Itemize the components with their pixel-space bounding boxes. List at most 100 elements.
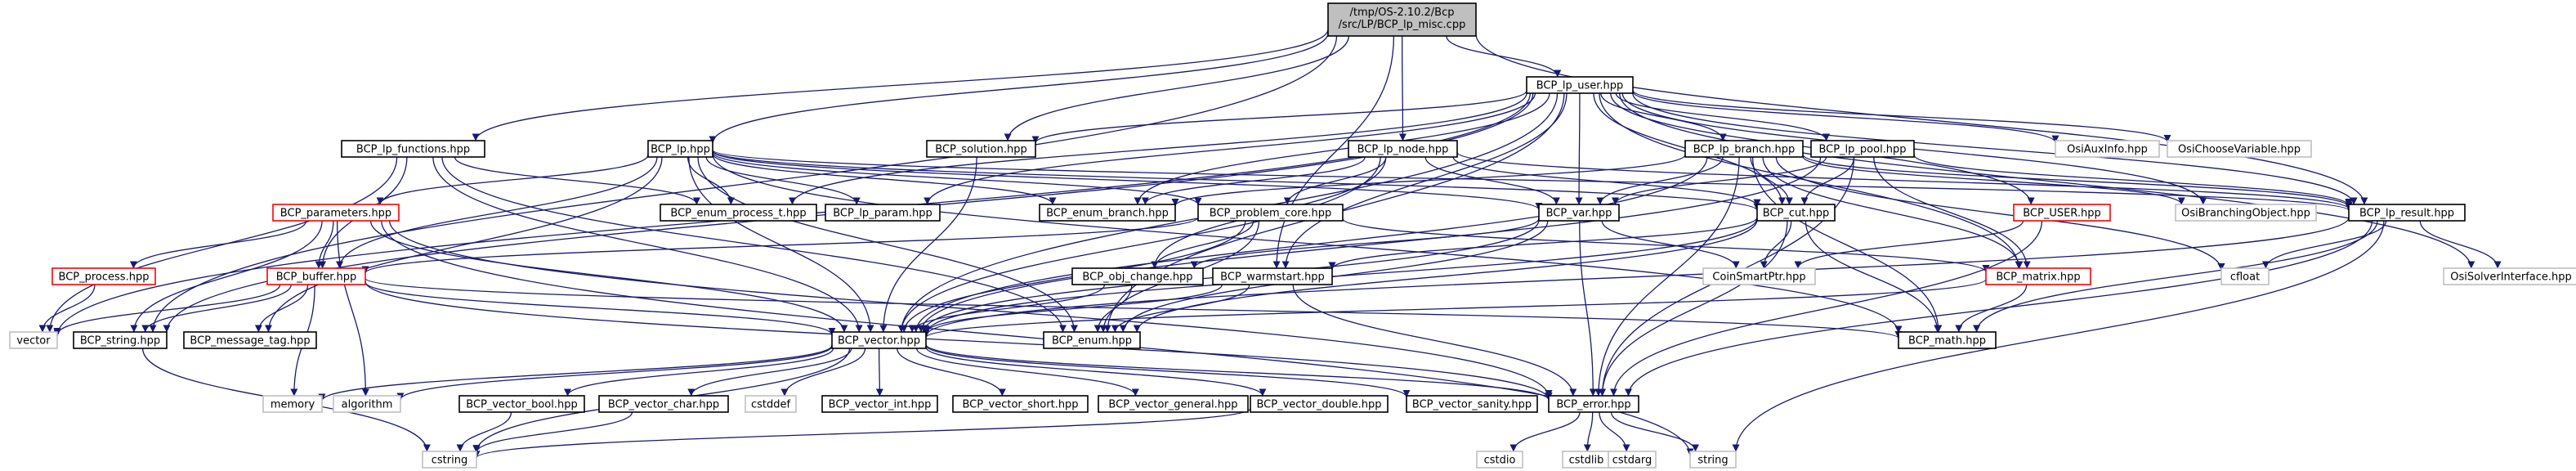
edge-cut-to-error (1599, 220, 1788, 397)
node-vector: vector (9, 331, 58, 349)
node-osi-aux: OsiAuxInfo.hpp (2055, 140, 2160, 158)
node-box (333, 395, 401, 413)
node-cstddef: cstddef (745, 395, 797, 413)
node-label: BCP_enum_process_t.hpp (670, 208, 806, 220)
node-label: BCP_vector_int.hpp (829, 399, 932, 411)
edge-lp_result-to-vector_hpp (922, 217, 2350, 337)
node-box (2013, 204, 2111, 222)
node-cstdarg: cstdarg (1608, 451, 1657, 469)
node-vector-char[interactable]: BCP_vector_char.hpp (598, 395, 729, 413)
node-var[interactable]: BCP_var.hpp (1538, 204, 1620, 222)
edge-lp-to-buffer (336, 156, 658, 269)
edge-parameters-to-algorithm (336, 220, 369, 397)
edge-lp_user-to-osi_solver (1619, 92, 2475, 269)
node-box (1526, 76, 1634, 94)
node-parameters[interactable]: BCP_parameters.hpp (272, 204, 400, 222)
edge-root-to-lp_node (1398, 35, 1407, 141)
node-label: cstdlib (1569, 455, 1604, 467)
node-math[interactable]: BCP_math.hpp (1898, 331, 1997, 349)
node-problem-core[interactable]: BCP_problem_core.hpp (1197, 204, 1344, 222)
node-warmstart[interactable]: BCP_warmstart.hpp (1212, 267, 1333, 285)
node-label: BCP_buffer.hpp (276, 271, 357, 284)
node-label: BCP_enum_branch.hpp (1046, 208, 1169, 220)
node-enum-process-t[interactable]: BCP_enum_process_t.hpp (660, 204, 817, 222)
node-lp-user[interactable]: BCP_lp_user.hpp (1526, 76, 1634, 94)
edge-buffer-to-error (364, 280, 1553, 400)
edge-error-to-cstdlib (1583, 411, 1594, 452)
node-box (1043, 331, 1141, 349)
node-box (1689, 451, 1737, 469)
node-vector-general[interactable]: BCP_vector_general.hpp (1098, 395, 1249, 413)
node-cstdio: cstdio (1476, 451, 1523, 469)
node-user[interactable]: BCP_USER.hpp (2013, 204, 2111, 222)
edge-var-to-error (1579, 220, 1597, 397)
node-lp-result[interactable]: BCP_lp_result.hpp (2348, 204, 2466, 222)
edge-root-to-solution (1004, 35, 1349, 141)
node-label: BCP_matrix.hpp (1996, 271, 2080, 284)
edge-root-to-lp (709, 33, 1329, 144)
node-label: BCP_lp_branch.hpp (1693, 144, 1796, 156)
node-string-hpp[interactable]: BCP_string.hpp (73, 331, 168, 349)
node-lp[interactable]: BCP_lp.hpp (647, 140, 713, 158)
node-root[interactable]: /tmp/OS-2.10.2/Bcp/src/LP/BCP_lp_misc.cp… (1327, 2, 1477, 37)
node-vector-bool[interactable]: BCP_vector_bool.hpp (458, 395, 585, 413)
edge-lp-to-var (712, 150, 1543, 211)
edge-lp_result-to-math (1973, 220, 2378, 333)
edge-lp_pool-to-var (1612, 156, 1827, 205)
node-label: BCP_vector_short.hpp (962, 399, 1078, 411)
node-buffer[interactable]: BCP_buffer.hpp (266, 267, 366, 285)
edge-lp_user-to-lp_result (1632, 92, 2358, 205)
edge-lp_result-to-osi_solver (2419, 220, 2502, 269)
edge-warmstart-to-error (1292, 284, 1577, 397)
node-vector-double[interactable]: BCP_vector_double.hpp (1250, 395, 1389, 413)
edge-parameters-to-vector_hpp (369, 220, 848, 333)
node-vector-sanity[interactable]: BCP_vector_sanity.hpp (1406, 395, 1538, 413)
node-lp-pool[interactable]: BCP_lp_pool.hpp (1810, 140, 1915, 158)
node-cut[interactable]: BCP_cut.hpp (1756, 204, 1836, 222)
edge-problem_core-to-matrix (1342, 218, 1990, 273)
node-message-tag[interactable]: BCP_message_tag.hpp (183, 331, 317, 349)
node-label: BCP_problem_core.hpp (1210, 208, 1331, 220)
node-solution[interactable]: BCP_solution.hpp (926, 140, 1036, 158)
edge-lp_result-to-cfloat (2261, 220, 2387, 269)
edge-cut-to-vector_hpp (922, 218, 1758, 334)
node-label: BCP_message_tag.hpp (190, 335, 310, 348)
node-label: BCP_vector_bool.hpp (466, 399, 578, 411)
node-lp-functions[interactable]: BCP_lp_functions.hpp (341, 140, 485, 158)
node-label: BCP_lp_pool.hpp (1818, 144, 1906, 156)
node-cstring: cstring (422, 451, 477, 469)
node-box (825, 204, 941, 222)
node-label: BCP_lp.hpp (651, 144, 710, 156)
node-label: BCP_solution.hpp (935, 144, 1026, 156)
node-enum-hpp[interactable]: BCP_enum.hpp (1043, 331, 1141, 349)
node-box (598, 395, 729, 413)
node-osi-solver: OsiSolverInterface.hpp (2443, 267, 2576, 285)
node-process[interactable]: BCP_process.hpp (51, 267, 156, 285)
node-obj-change[interactable]: BCP_obj_change.hpp (1071, 267, 1204, 285)
node-box (647, 140, 713, 158)
node-lp-branch[interactable]: BCP_lp_branch.hpp (1684, 140, 1804, 158)
node-vector-hpp[interactable]: BCP_vector.hpp (831, 331, 927, 349)
node-vector-int[interactable]: BCP_vector_int.hpp (821, 395, 938, 413)
edge-lp_user-to-osi_aux (1632, 91, 2059, 143)
edge-root-to-string_hpp (149, 35, 1338, 333)
edge-vector_bool-to-cstring (456, 411, 512, 452)
edge-lp_branch-to-lp_result (1802, 154, 2353, 208)
node-enum-branch[interactable]: BCP_enum_branch.hpp (1039, 204, 1176, 222)
node-box (2175, 204, 2317, 222)
node-lp-param[interactable]: BCP_lp_param.hpp (825, 204, 941, 222)
edge-lp_pool-to-matrix (1873, 156, 2031, 269)
node-matrix[interactable]: BCP_matrix.hpp (1985, 267, 2091, 285)
node-label-line: /src/LP/BCP_lp_misc.cpp (1339, 19, 1466, 31)
node-lp-node[interactable]: BCP_lp_node.hpp (1348, 140, 1458, 158)
node-error[interactable]: BCP_error.hpp (1548, 395, 1639, 413)
node-label: CoinSmartPtr.hpp (1712, 271, 1805, 284)
node-label: BCP_vector_char.hpp (608, 399, 719, 411)
edge-lp_functions-to-enum_process_t (454, 156, 700, 205)
node-vector-short[interactable]: BCP_vector_short.hpp (952, 395, 1089, 413)
edges-layer (38, 29, 2502, 459)
edge-lp-to-enum_branch (712, 153, 1057, 205)
edge-lp_result-to-error (1625, 220, 2373, 397)
edge-lp_user-to-solution (1031, 90, 1527, 144)
